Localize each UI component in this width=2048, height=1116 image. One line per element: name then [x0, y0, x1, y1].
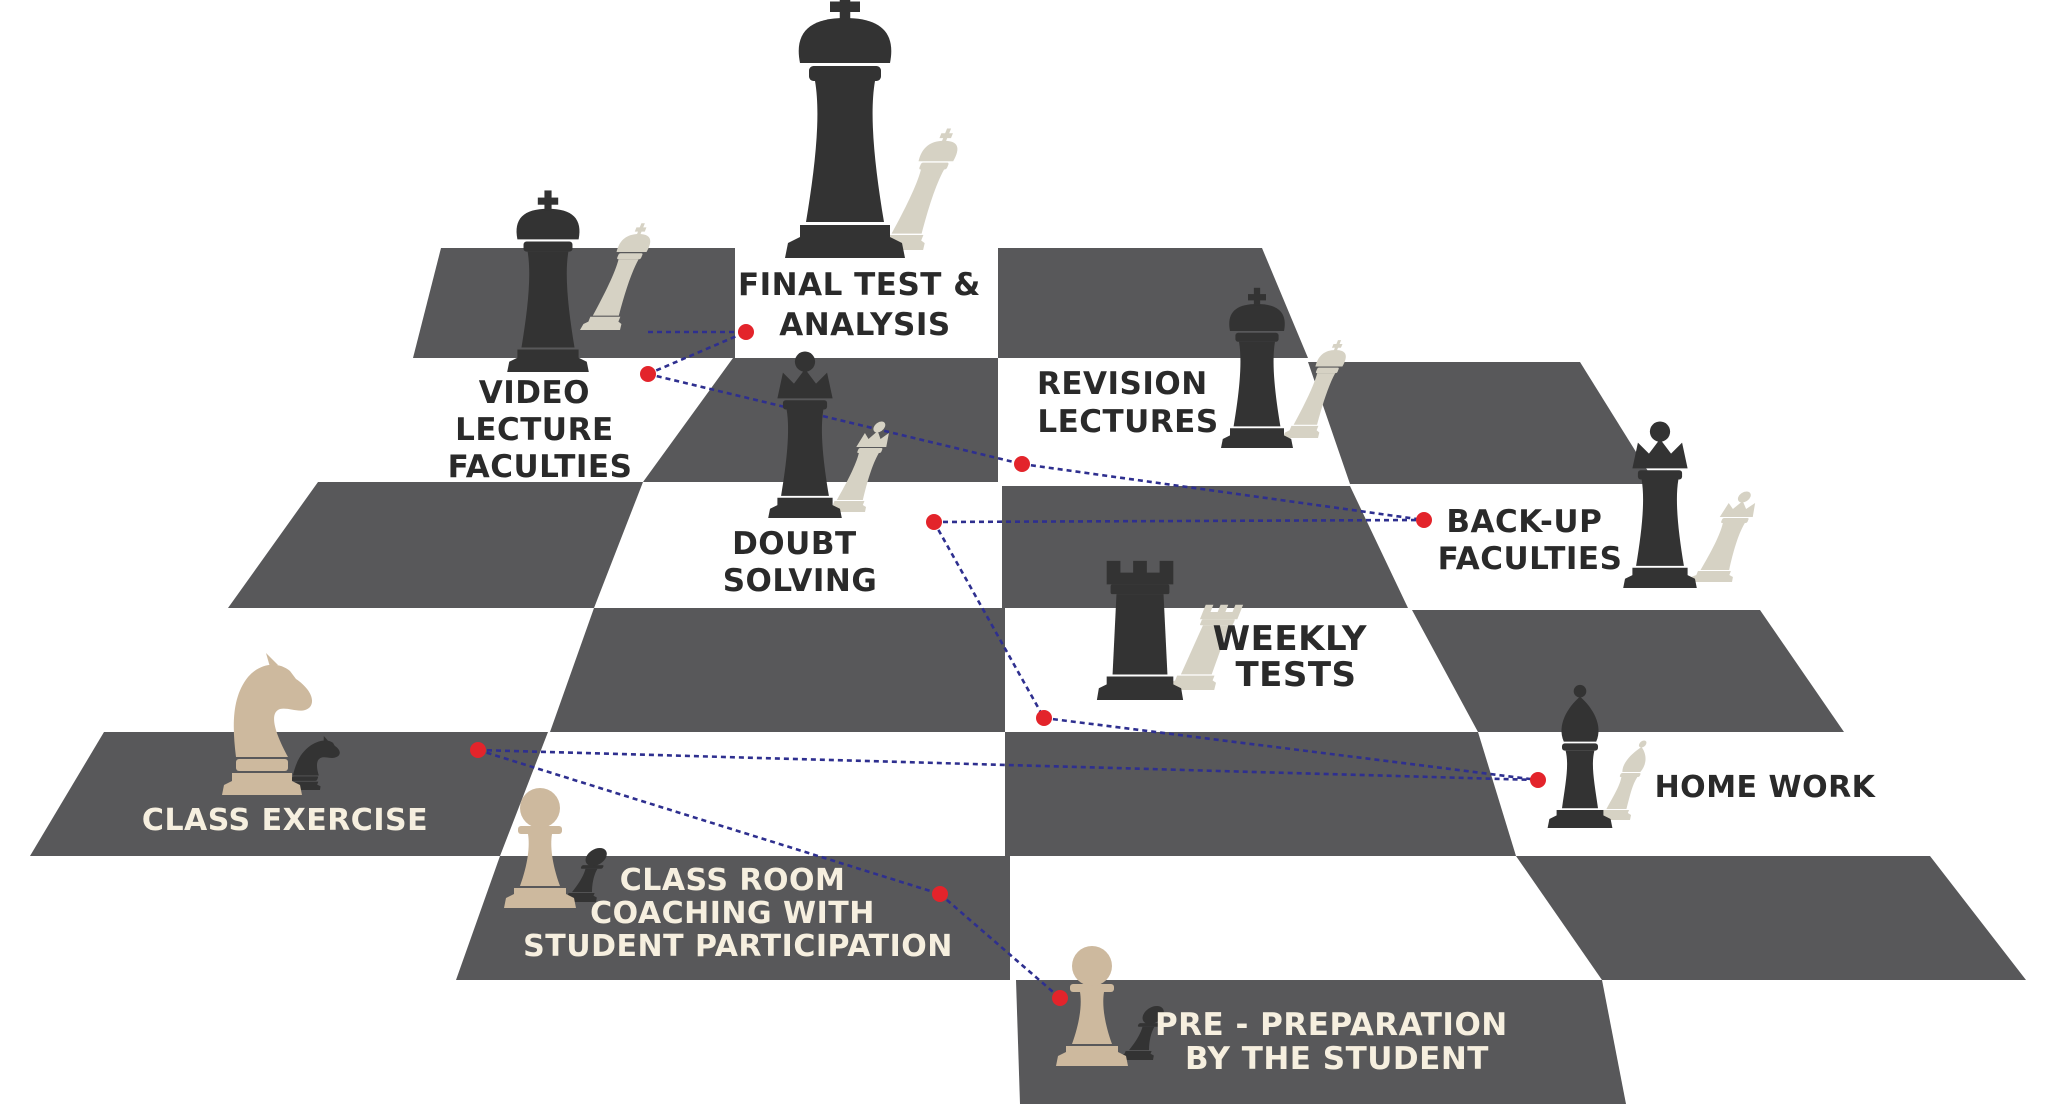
node-dot [1530, 772, 1546, 788]
board-square [1005, 732, 1516, 856]
node-dot [738, 324, 754, 340]
board-square [228, 482, 643, 608]
connector-line [1021, 462, 1425, 522]
node-dot [1052, 990, 1068, 1006]
connector-line [1043, 716, 1539, 782]
label-classroom: CLASS ROOM COACHING WITH STUDENT PARTICI… [523, 863, 953, 964]
node-dot [932, 886, 948, 902]
connector-nodes [470, 324, 1546, 1006]
board-square [413, 248, 735, 358]
king-icon [785, 0, 973, 258]
label-final-test: FINAL TEST & ANALYSIS [738, 267, 992, 343]
node-dot [640, 366, 656, 382]
node-dot [470, 742, 486, 758]
board-square [1016, 980, 1626, 1104]
connector-line [932, 521, 1046, 719]
board-square [1002, 486, 1408, 608]
label-revision: REVISION LECTURES [1037, 366, 1219, 440]
chess-board [30, 248, 2026, 1104]
connector-lines [477, 330, 1539, 999]
board-square [1308, 362, 1656, 484]
node-dot [1036, 710, 1052, 726]
node-dot [1014, 456, 1030, 472]
labels: FINAL TEST & ANALYSIS VIDEO LECTURE FACU… [142, 267, 1877, 1077]
board-square [550, 608, 1005, 732]
queen-icon [1623, 421, 1769, 588]
label-video-lecture: VIDEO LECTURE FACULTIES [448, 375, 633, 485]
connector-line [477, 748, 1539, 782]
node-dot [1416, 512, 1432, 528]
board-square [1412, 610, 1844, 732]
connector-line [933, 518, 1425, 524]
label-weekly: WEEKLY TESTS [1213, 619, 1380, 695]
label-preprep: PRE - PREPARATION BY THE STUDENT [1155, 1007, 1519, 1077]
connector-line [647, 372, 1023, 466]
node-dot [926, 514, 942, 530]
board-square [456, 856, 1010, 980]
board-square [1516, 856, 2026, 980]
label-class-exercise: CLASS EXERCISE [142, 803, 428, 838]
label-homework: HOME WORK [1655, 770, 1877, 805]
label-doubt: DOUBT SOLVING [723, 526, 878, 599]
label-backup: BACK-UP FACULTIES [1438, 504, 1623, 577]
